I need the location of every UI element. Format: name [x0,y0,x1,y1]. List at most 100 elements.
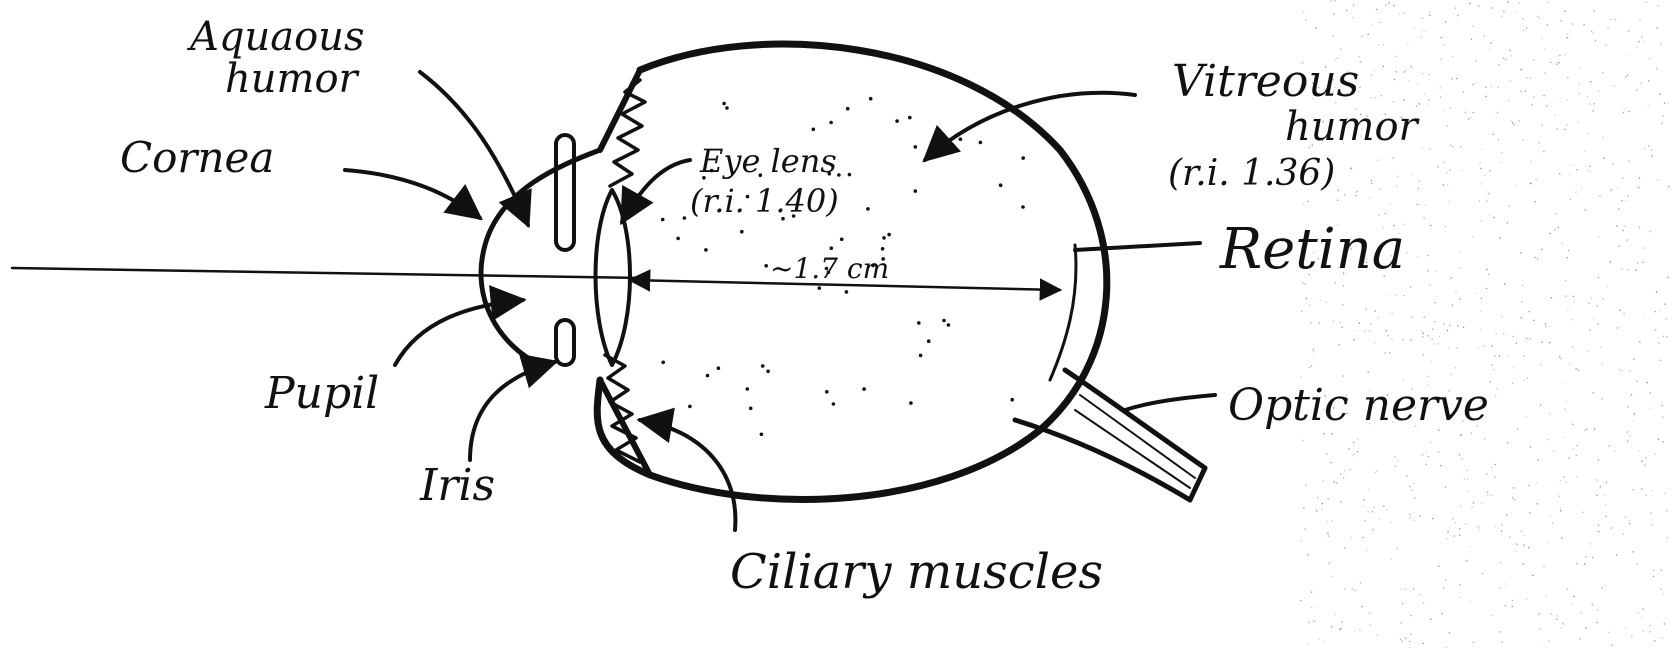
speckle-dot [1513,487,1514,488]
speckle-dot [1662,637,1663,638]
speckle-dot [1490,381,1491,382]
speckle-dot [1438,566,1439,567]
speckle-dot [1587,96,1588,97]
speckle-dot [1469,546,1470,547]
speckle-dot [1650,408,1651,409]
speckle-dot [1401,622,1402,623]
speckle-dot [1515,185,1516,186]
speckle-dot [1417,204,1418,205]
speckle-dot [1410,634,1411,635]
speckle-dot [1594,429,1595,430]
speckle-dot [1624,226,1625,227]
speckle-dot [1509,100,1510,101]
speckle-dot [1428,335,1429,336]
speckle-dot [1578,122,1579,123]
speckle-dot [1513,124,1514,125]
speckle-dot [1560,98,1561,99]
speckle-dot [1307,644,1308,645]
speckle-dot [1479,162,1480,163]
speckle-dot [1403,295,1404,296]
speckle-dot [1306,298,1307,299]
speckle-dot [1641,36,1642,37]
speckle-dot [1447,330,1448,331]
speckle-dot [1453,56,1454,57]
speckle-dot [1370,624,1371,625]
speckle-dot [1537,258,1538,259]
speckle-dot [1385,213,1386,214]
speckle-dot [1462,170,1463,171]
speckle-dot [1390,203,1391,204]
iris-upper [556,135,574,250]
speckle-dot [1541,249,1542,250]
speckle-dot [1441,37,1442,38]
speckle-dot [1664,304,1665,305]
speckle-dot [1543,95,1544,96]
speckle-dot [1520,91,1521,92]
speckle-dot [1627,431,1628,432]
speckle-dot [1433,343,1434,344]
speckle-dot [1559,173,1560,174]
speckle-dot [1561,20,1562,21]
speckle-dot [1383,506,1384,507]
retina-inner-line [1050,245,1076,380]
speckle-dot [1343,285,1344,286]
speckle-dot [1421,331,1422,332]
speckle-dot [1383,66,1384,67]
speckle-dot [1395,466,1396,467]
speckle-dot [1457,325,1458,326]
speckle-dot [1522,18,1523,19]
speckle-dot [1396,56,1397,57]
speckle-dot [1427,270,1428,271]
speckle-dot [1410,517,1411,518]
speckle-dot [1622,178,1623,179]
speckle-dot [1303,12,1304,13]
speckle-dot [1622,370,1623,371]
speckle-dot [1469,3,1470,4]
speckle-dot [1394,457,1395,458]
speckle-dot [1666,318,1667,319]
speckle-dot [1506,514,1507,515]
speckle-dot [1639,227,1640,228]
speckle-dot [1373,507,1374,508]
speckle-dot [1422,454,1423,455]
speckle-dot [1536,482,1537,483]
speckle-dot [1631,394,1632,395]
speckle-dot [1559,356,1560,357]
speckle-dot [1548,439,1549,440]
speckle-dot [1655,454,1656,455]
speckle-dot [1548,640,1549,641]
speckle-dot [1455,8,1456,9]
speckle-dot [1551,613,1552,614]
speckle-dot [1607,28,1608,29]
speckle-dot [1502,642,1503,643]
speckle-dot [1309,305,1310,306]
speckle-dot [1449,325,1450,326]
speckle-dot [1663,441,1664,442]
speckle-dot [1645,458,1646,459]
speckle-dot [1590,81,1591,82]
vitreous-dot [882,236,886,240]
vitreous-dot [676,237,680,241]
speckle-dot [1501,162,1502,163]
speckle-dot [1394,79,1395,80]
speckle-dot [1374,97,1375,98]
speckle-dot [1634,414,1635,415]
speckle-dot [1510,55,1511,56]
speckle-dot [1459,534,1460,535]
speckle-dot [1579,638,1580,639]
speckle-dot [1462,458,1463,459]
speckle-dot [1447,184,1448,185]
speckle-dot [1610,261,1611,262]
speckle-dot [1342,327,1343,328]
speckle-dot [1648,145,1649,146]
speckle-dot [1389,294,1390,295]
speckle-dot [1481,220,1482,221]
speckle-dot [1404,71,1405,72]
speckle-dot [1478,526,1479,527]
arrow-iris [470,362,555,460]
speckle-dot [1422,73,1423,74]
speckle-dot [1608,632,1609,633]
speckle-dot [1593,33,1594,34]
speckle-dot [1598,460,1599,461]
speckle-dot [1343,375,1344,376]
